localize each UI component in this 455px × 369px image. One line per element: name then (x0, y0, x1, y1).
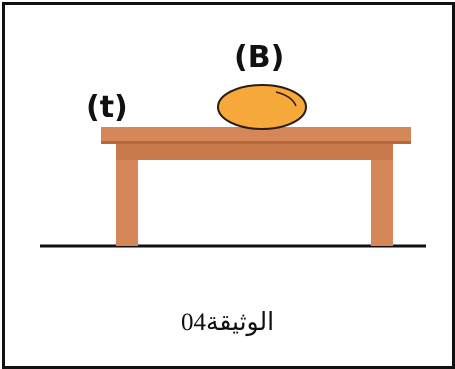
ball (217, 84, 307, 130)
ball-label: (B) (234, 40, 285, 75)
table-top-edge (101, 141, 411, 144)
table-leg-right (371, 142, 393, 246)
table-leg-left (116, 142, 138, 246)
table-top (101, 127, 411, 144)
table-apron (116, 142, 393, 160)
table-label: (t) (86, 90, 128, 125)
ball-highlight (275, 91, 297, 107)
document-caption: الوثيقة04 (180, 309, 275, 336)
